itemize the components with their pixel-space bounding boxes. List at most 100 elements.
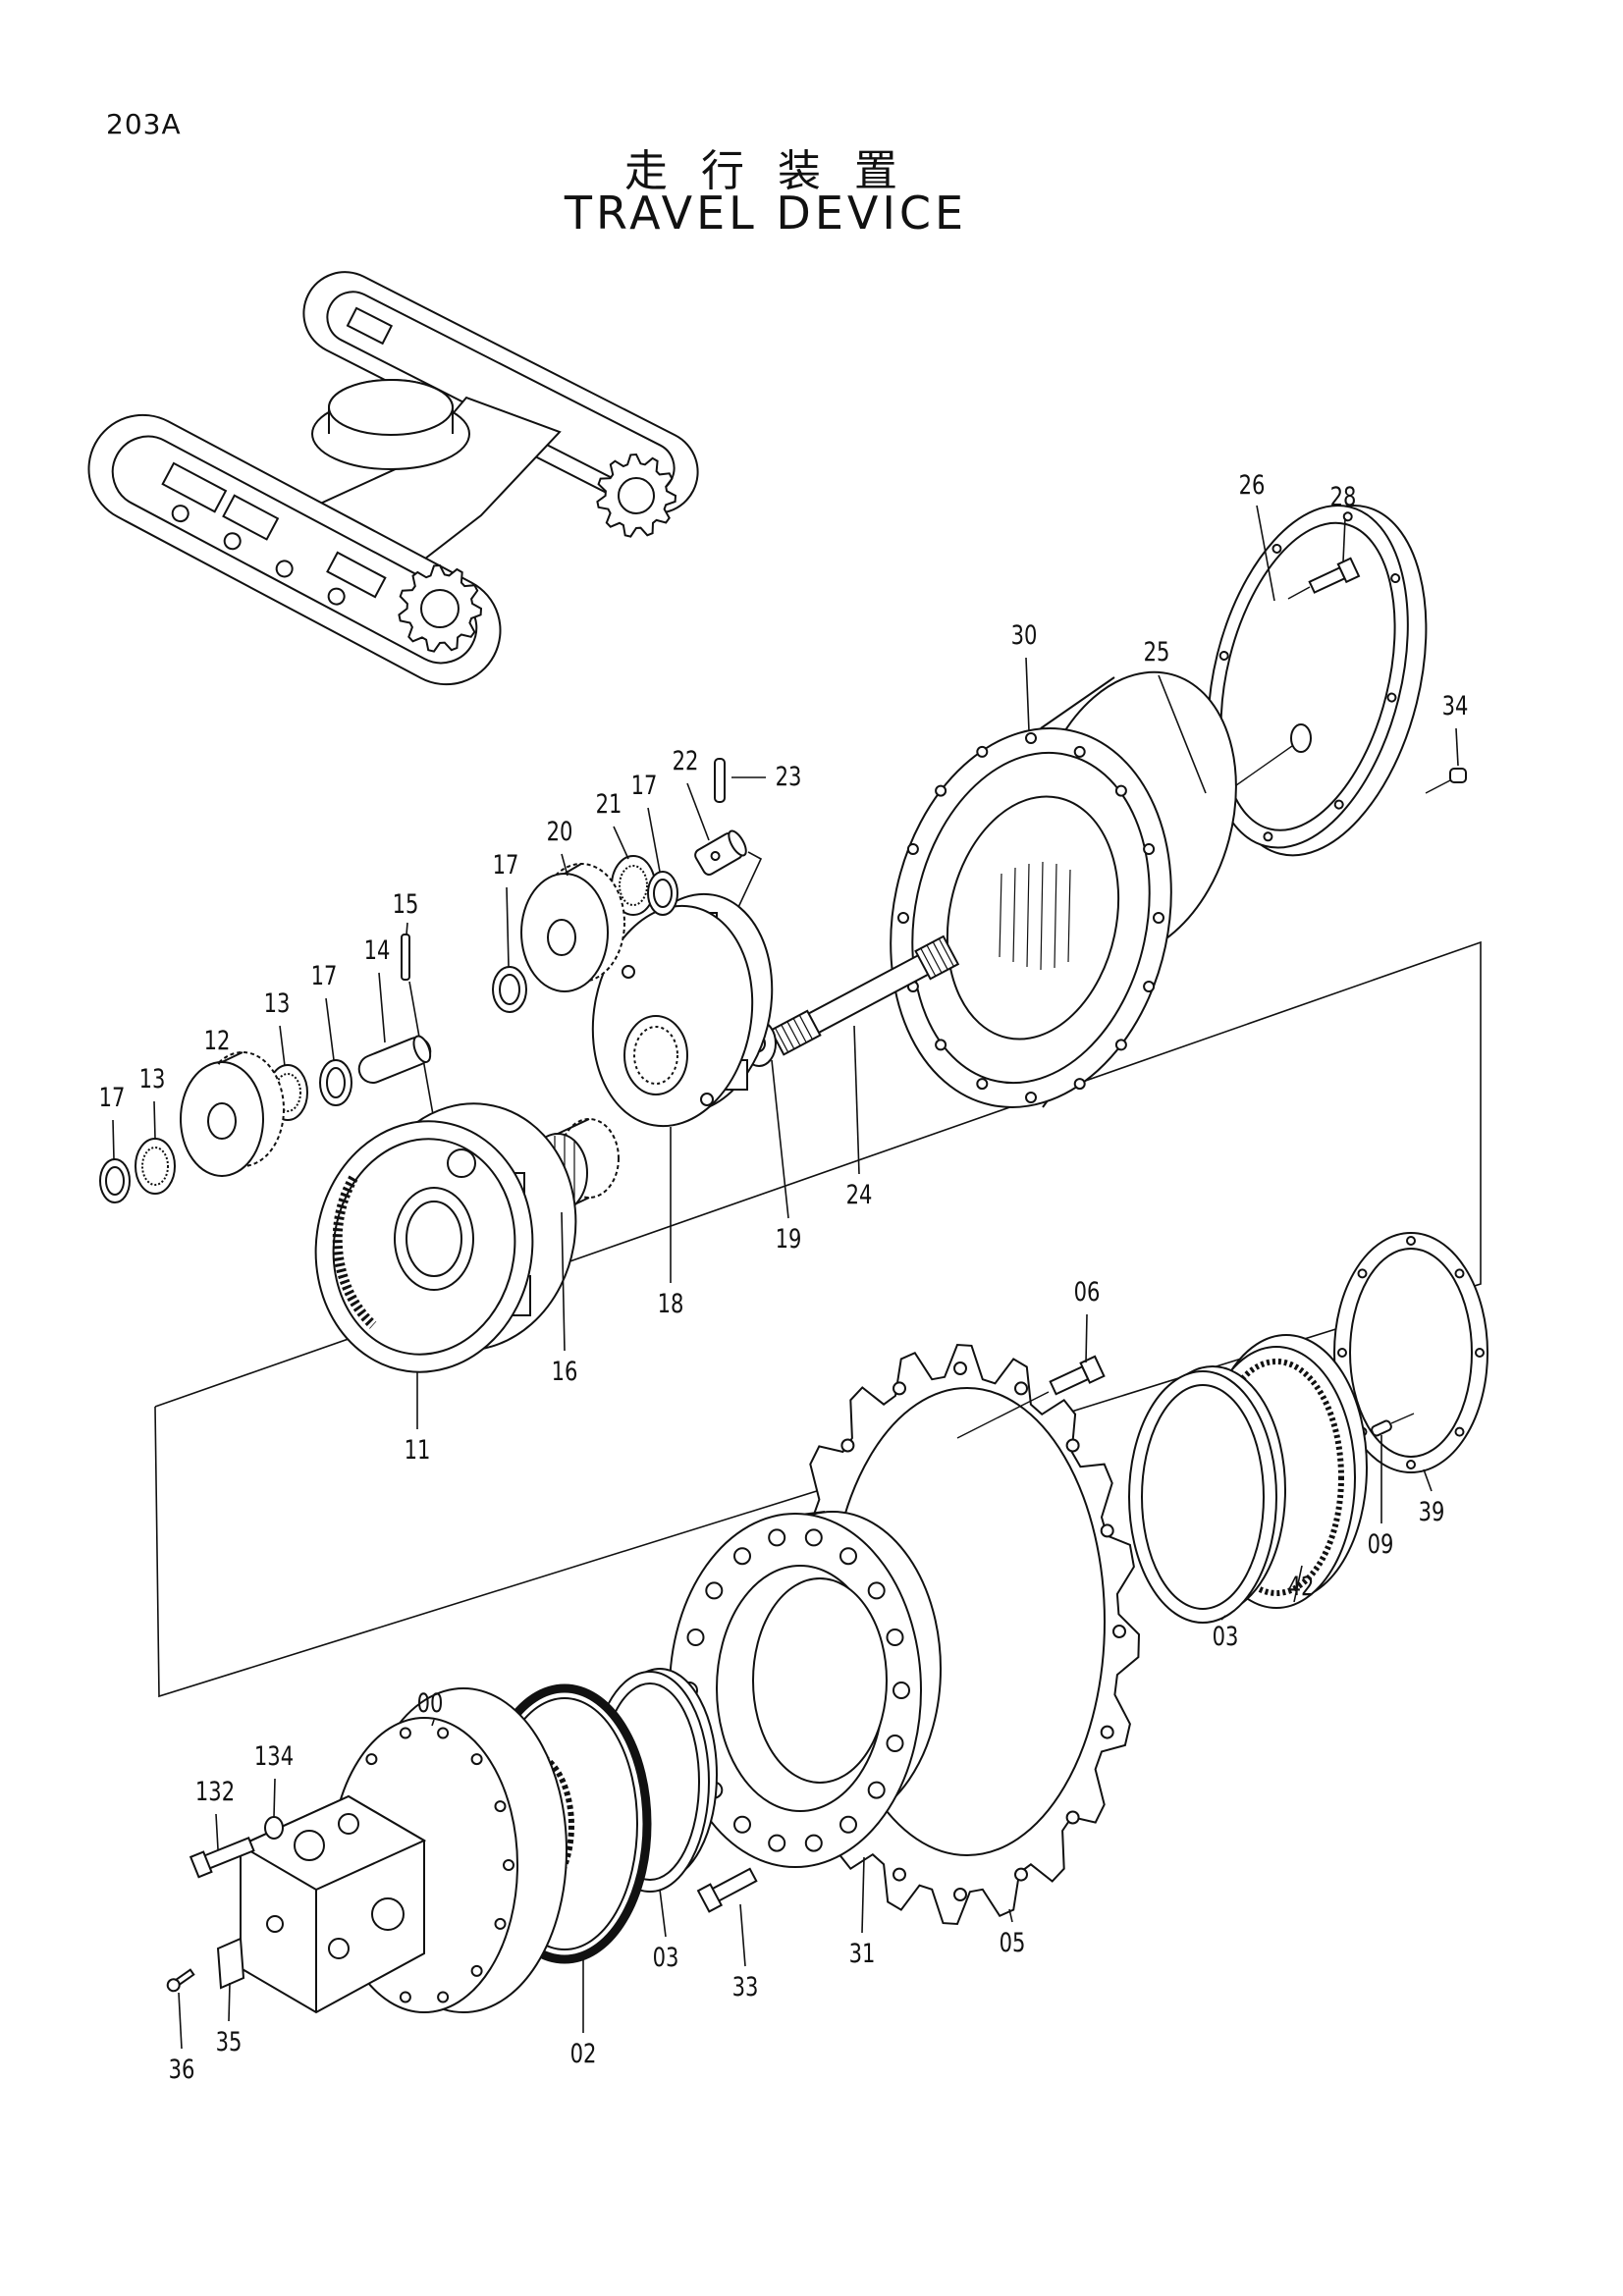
leader-132 [215,1813,219,1850]
port-icon [294,1830,325,1861]
bolt-hole [1357,1268,1368,1279]
bolt-hole [1100,1523,1114,1538]
bolt-hole [976,745,989,758]
part-17-washer-left [319,1059,352,1106]
leader-17-b [506,886,510,968]
port-icon [338,1813,359,1835]
bolt-hole [886,1735,904,1752]
leader-24 [853,1025,860,1175]
bolt-hole [733,1547,751,1566]
bolt-hole [1143,981,1156,992]
leader-lines [112,505,1459,2050]
bolt-hole [804,1834,823,1852]
part-12-planet-gear [180,1051,285,1177]
bolt-hole [839,1815,857,1834]
callout-17-a: 17 [630,771,658,801]
bolt-hole [893,1867,906,1882]
bolt-hole [494,1917,507,1930]
bolt-hole [437,1991,450,2003]
leader-16 [561,1211,566,1352]
part-00-travel-motor [238,1687,574,2014]
bolt-hole [1014,1381,1028,1396]
bolt-hole [1337,1348,1347,1358]
undercarriage-illustration [87,271,699,686]
callout-13-b: 13 [138,1064,166,1095]
bolt-hole [470,1964,483,1977]
callout-15: 15 [392,889,419,920]
callout-02: 02 [569,2039,597,2069]
callout-21: 21 [595,789,622,820]
callout-20: 20 [546,817,573,847]
leader-03-left [659,1889,667,1938]
bolt-hole [935,784,947,797]
part-134-washer [264,1816,284,1840]
leader-20 [561,853,568,877]
part-03-floating-seal-right [1128,1365,1286,1624]
callout-00: 00 [416,1688,444,1719]
leader-21 [613,826,629,860]
front-track-frame [87,413,502,686]
bolt-hole [1065,1438,1080,1453]
part-20-planet-gear [520,863,625,992]
leader-25 [1158,674,1207,794]
swing-bearing-top [328,379,454,436]
part-132-bolt [189,1836,255,1879]
part-33-bolt [696,1867,758,1913]
bolt-hole [470,1753,483,1766]
part-26-cover [1207,504,1428,857]
part-21-needle-bearing [611,855,656,916]
callout-30: 30 [1010,620,1038,651]
leader-14 [378,972,386,1043]
bolt-hole [1454,1268,1465,1279]
callout-18: 18 [657,1289,684,1319]
bolt-hole [867,1581,886,1600]
bolt-hole [1025,1092,1037,1103]
bolt-hole [840,1438,855,1453]
bolt-hole [1025,732,1037,744]
part-06-bolt [1049,1355,1106,1396]
callout-24: 24 [845,1180,873,1210]
part-15-spring-pin [401,934,410,981]
callout-12: 12 [203,1026,231,1056]
cover-hub-plug [1290,723,1312,753]
page-title-english: TRAVEL DEVICE [564,187,968,240]
callout-42: 42 [1287,1572,1315,1602]
callout-16: 16 [551,1357,578,1387]
callout-09: 09 [1367,1529,1394,1560]
bolt-hole [1100,1725,1114,1739]
callout-19: 19 [775,1224,802,1255]
bolt-hole [494,1800,507,1813]
leader-28 [1342,517,1346,562]
callout-05: 05 [999,1928,1026,1958]
leader-30 [1025,657,1030,732]
leader-134 [273,1778,276,1818]
part-17-washer-end [99,1158,131,1203]
bolt-hole [1218,650,1229,661]
part-14-planet-pin [357,1035,432,1084]
callout-132: 132 [194,1777,236,1807]
callout-39: 39 [1418,1497,1445,1527]
bolt-hole [503,1859,514,1871]
part-30-hub-drum [890,670,1237,1108]
bolt-hole [1065,1810,1080,1825]
bolt-hole [1073,1078,1086,1091]
part-17-washer-mid [492,966,527,1013]
part-23-spring-pin [714,758,726,803]
callout-35: 35 [215,2027,243,2057]
bolt-hole [1143,843,1156,855]
leader-26 [1256,505,1275,602]
bolt-hole [1454,1426,1465,1437]
part-13-needle-bearing-b [135,1138,176,1195]
bolt-hole [437,1727,450,1739]
part-17-washer-upper [647,871,678,916]
part-34-plug [1449,768,1467,783]
plug-34-axis-line [1425,779,1451,794]
port-icon [266,1915,284,1933]
leader-33 [739,1903,746,1967]
bolt-hole [1014,1867,1028,1882]
callout-36: 36 [168,2055,195,2085]
leader-03-right [1220,1615,1226,1621]
bolt-hole [953,1888,967,1901]
bolt-hole [839,1547,857,1566]
